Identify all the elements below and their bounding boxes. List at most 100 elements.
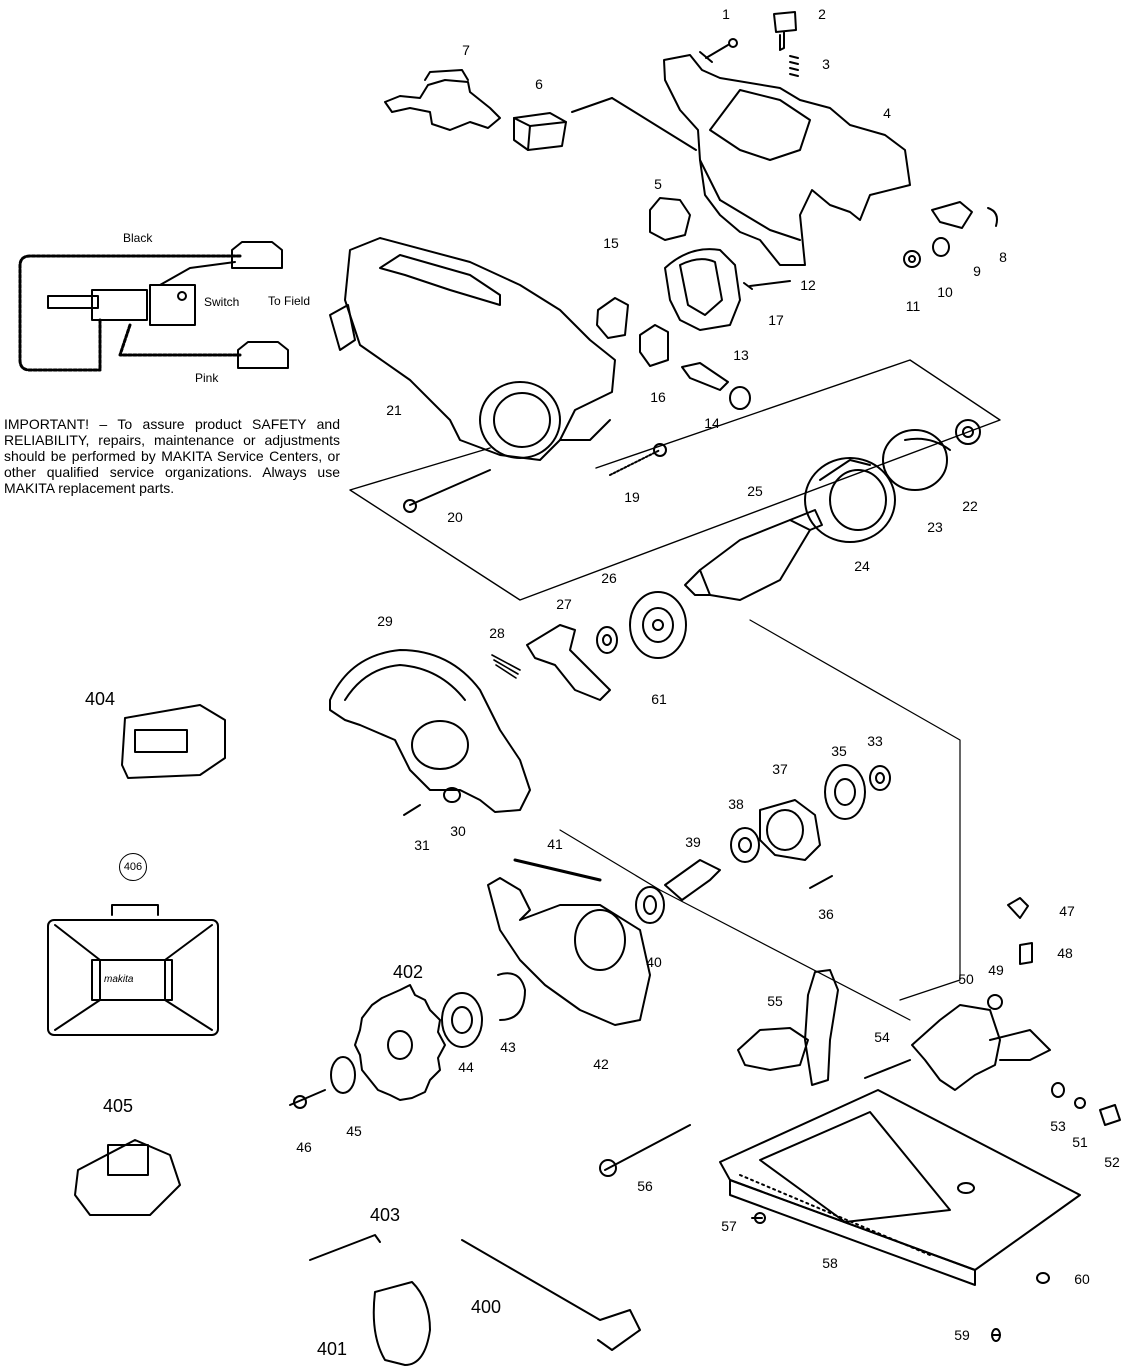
part-label: 403 <box>369 1205 401 1225</box>
part-label: 5 <box>654 176 662 192</box>
parts-22-24 <box>804 419 981 543</box>
part-label: 10 <box>937 284 953 300</box>
part-label: 15 <box>603 235 619 251</box>
part-label: 1 <box>722 6 730 22</box>
part-label: 44 <box>458 1059 474 1075</box>
part-405-battery <box>74 1139 181 1216</box>
screws-57-59-60 <box>751 1212 1050 1342</box>
part-label: 14 <box>704 415 720 431</box>
parts-43-46 <box>289 972 526 1109</box>
part-label: 400 <box>470 1297 502 1317</box>
wire-label-switch: Switch <box>204 295 240 309</box>
part-6-switch <box>513 97 697 151</box>
safety-notice: IMPORTANT! – To assure product SAFETY an… <box>4 416 340 496</box>
leader-line <box>559 829 911 1021</box>
part-label: 17 <box>768 312 784 328</box>
part-label: 35 <box>831 743 847 759</box>
part-406-carry-case <box>47 904 219 1036</box>
part-label: 38 <box>728 796 744 812</box>
part-label: 55 <box>767 993 783 1009</box>
part-label: 24 <box>854 558 870 574</box>
wiring-diagram <box>18 241 289 372</box>
part-label: 30 <box>450 823 466 839</box>
part-label: 2 <box>818 6 826 22</box>
part-label: 405 <box>102 1096 134 1116</box>
part-label: 60 <box>1074 1271 1090 1287</box>
part-5-bracket <box>649 197 691 241</box>
part-label: 61 <box>651 691 667 707</box>
parts-40-42 <box>487 858 665 1026</box>
part-label: 52 <box>1104 1154 1120 1170</box>
screws-19-20 <box>403 443 667 513</box>
part-label: 402 <box>392 962 424 982</box>
part-label: 59 <box>954 1327 970 1343</box>
parts-47-53 <box>911 897 1121 1126</box>
part-label: 48 <box>1057 945 1073 961</box>
part-label: 46 <box>296 1139 312 1155</box>
wire-label-to-field: To Field <box>268 294 311 308</box>
part-label: 57 <box>721 1218 737 1234</box>
part-label: 54 <box>874 1029 890 1045</box>
part-label: 20 <box>447 509 463 525</box>
part-label: 37 <box>772 761 788 777</box>
part-label: 58 <box>822 1255 838 1271</box>
part-label: 42 <box>593 1056 609 1072</box>
part-404-charger <box>121 704 226 779</box>
part-label: 26 <box>601 570 617 586</box>
part-label: 406 <box>119 853 147 881</box>
part-label: 16 <box>650 389 666 405</box>
part-label: 21 <box>386 402 402 418</box>
part-label: 22 <box>962 498 978 514</box>
part-label: 43 <box>500 1039 516 1055</box>
part-label: 9 <box>973 263 981 279</box>
part-7-terminal <box>384 69 501 131</box>
wire-label-black: Black <box>123 231 153 245</box>
part-label: 51 <box>1072 1134 1088 1150</box>
part-label: 50 <box>958 971 974 987</box>
part-label: 56 <box>637 1178 653 1194</box>
screws-1-2-3 <box>699 11 799 77</box>
part-label: 12 <box>800 277 816 293</box>
part-label: 27 <box>556 596 572 612</box>
part-21-motor-housing <box>329 237 616 461</box>
part-402-saw-blade <box>354 984 446 1101</box>
part-label: 29 <box>377 613 393 629</box>
part-label: 28 <box>489 625 505 641</box>
part-label: 7 <box>462 42 470 58</box>
part-label: 47 <box>1059 903 1075 919</box>
part-label: 19 <box>624 489 640 505</box>
part-label: 11 <box>905 298 921 314</box>
accessories-400-403 <box>309 1234 641 1366</box>
part-label: 3 <box>822 56 830 72</box>
part-label: 25 <box>747 483 763 499</box>
parts-15-16 <box>596 297 669 367</box>
part-label: 23 <box>927 519 943 535</box>
part-label: 13 <box>733 347 749 363</box>
part-label: 33 <box>867 733 883 749</box>
part-label: 53 <box>1050 1118 1066 1134</box>
part-label: 39 <box>685 834 701 850</box>
part-label: 404 <box>84 689 116 709</box>
part-58-base-plate <box>719 1089 1081 1286</box>
part-4-handle-housing <box>663 54 911 266</box>
part-label: 40 <box>646 954 662 970</box>
part-17-brush-holder <box>664 248 741 331</box>
part-label: 31 <box>414 837 430 853</box>
part-label: 36 <box>818 906 834 922</box>
parts-54-56 <box>599 969 911 1177</box>
leader-line <box>749 619 961 1001</box>
section-outline <box>349 359 1001 601</box>
part-30-bushing <box>443 787 461 803</box>
part-label: 6 <box>535 76 543 92</box>
part-label: 45 <box>346 1123 362 1139</box>
part-label: 401 <box>316 1339 348 1359</box>
part-25-armature <box>684 509 823 601</box>
parts-33-39 <box>664 764 891 901</box>
part-label: 49 <box>988 962 1004 978</box>
part-label: 41 <box>547 836 563 852</box>
parts-26-28-61 <box>491 591 687 701</box>
wire-label-pink: Pink <box>195 371 219 385</box>
case-logo: makita <box>104 974 134 985</box>
